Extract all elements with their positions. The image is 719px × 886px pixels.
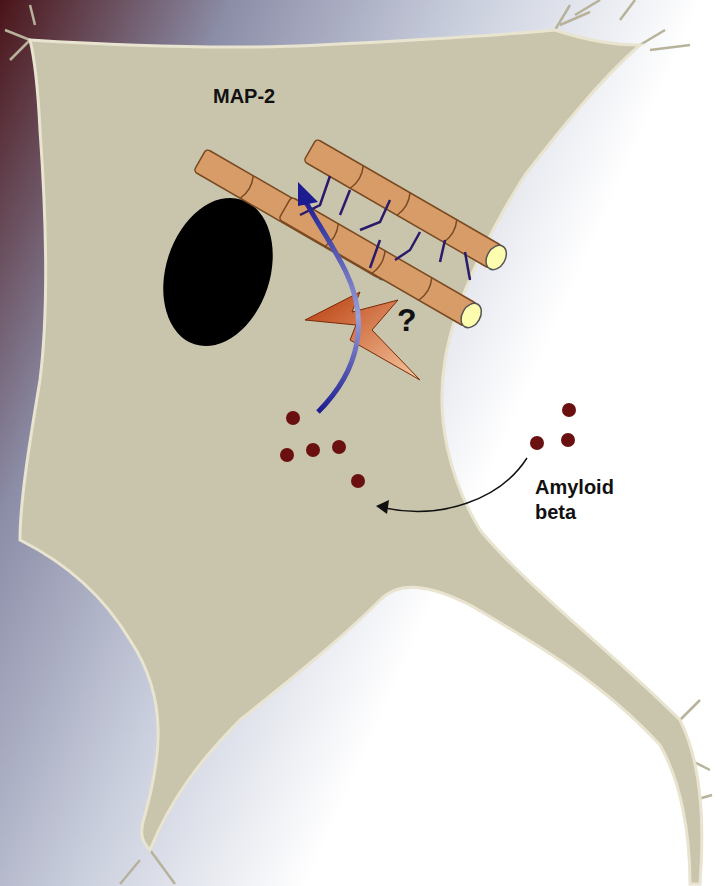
signal-arrow xyxy=(305,200,359,412)
amyloid-dots xyxy=(280,403,576,488)
protein-label: MAP-2 xyxy=(213,84,333,109)
map2-crosslinks xyxy=(300,176,470,280)
entry-arrow xyxy=(385,458,527,511)
question-mark: ? xyxy=(397,300,437,340)
neuron-body xyxy=(20,30,702,884)
molecule-label: Amyloid beta xyxy=(535,475,630,525)
